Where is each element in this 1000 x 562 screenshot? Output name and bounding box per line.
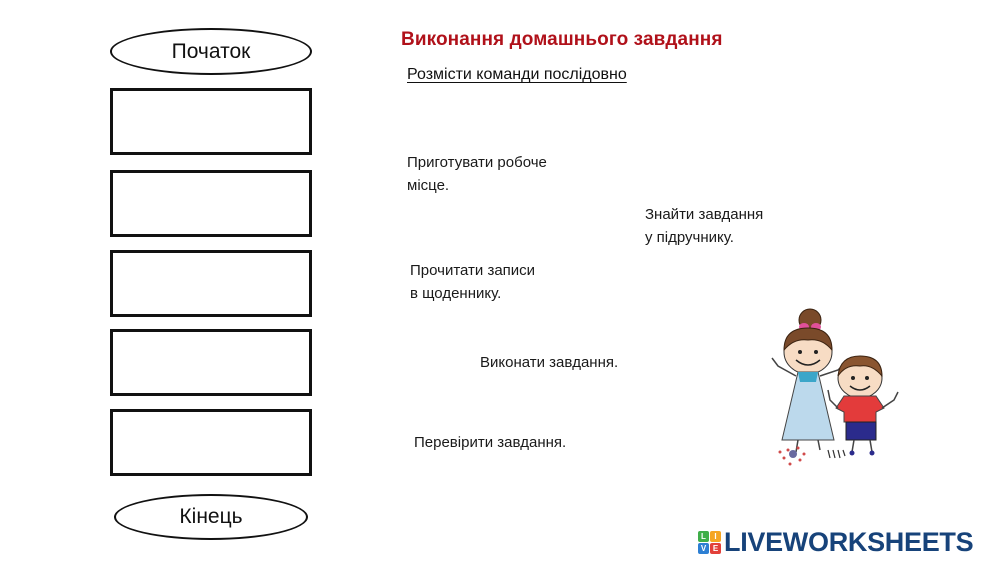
instruction-text: Розмісти команди послідовно xyxy=(407,66,627,83)
command-card-do-task[interactable]: Виконати завдання. xyxy=(480,354,619,371)
worksheet-title: Виконання домашнього завдання xyxy=(401,29,723,50)
command-card-check-task[interactable]: Перевірити завдання. xyxy=(414,434,567,451)
command-card-find-task[interactable]: Знайти завдання у підручнику. xyxy=(645,206,764,246)
end-terminal: Кінець xyxy=(114,494,308,540)
children-illustration xyxy=(760,300,920,485)
liveworksheets-logo: L I V E LIVEWORKSHEETS xyxy=(698,527,974,558)
command-card-read-diary[interactable]: Прочитати записи в щоденнику. xyxy=(410,262,536,302)
logo-letter-e: E xyxy=(710,543,721,554)
drop-box-1[interactable] xyxy=(110,88,312,155)
start-label: Початок xyxy=(171,39,251,63)
live-grid-icon: L I V E xyxy=(698,531,721,554)
command-card-prepare-workspace[interactable]: Приготувати робоче місце. xyxy=(407,154,547,194)
end-label: Кінець xyxy=(179,505,243,528)
drop-box-2[interactable] xyxy=(110,170,312,237)
girl-figure xyxy=(771,308,847,466)
logo-letter-l: L xyxy=(698,531,709,542)
drop-box-4[interactable] xyxy=(110,329,312,396)
start-terminal: Початок xyxy=(110,28,312,75)
boy-figure xyxy=(827,355,899,459)
logo-text: LIVEWORKSHEETS xyxy=(724,527,974,557)
logo-letter-i: I xyxy=(710,531,721,542)
logo-letter-v: V xyxy=(698,543,709,554)
drop-box-5[interactable] xyxy=(110,409,312,476)
drop-box-3[interactable] xyxy=(110,250,312,317)
